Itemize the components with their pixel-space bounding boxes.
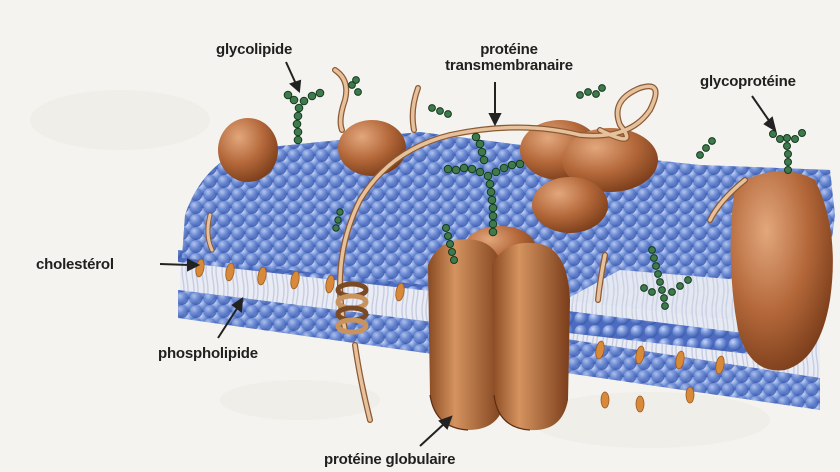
arrow-glycolipide [286, 62, 300, 91]
right-integral-protein [731, 171, 833, 370]
label-proteine-transmembranaire: protéine transmembranaire [414, 42, 604, 74]
glycoprotein-chain [770, 130, 806, 174]
label-proteine-transmembranaire-line1: protéine [414, 42, 604, 58]
label-phospholipide: phospholipide [158, 346, 258, 362]
glycolipid-chain [284, 89, 324, 144]
arrow-glycoproteine [752, 96, 775, 130]
label-glycolipide: glycolipide [216, 42, 292, 58]
arrow-proteine-transmembranaire [490, 82, 500, 124]
label-proteine-globulaire: protéine globulaire [324, 452, 455, 468]
label-glycoproteine: glycoprotéine [700, 74, 796, 90]
arrow-proteine-globulaire [420, 417, 451, 446]
globular-protein [428, 226, 570, 430]
label-proteine-transmembranaire-line2: transmembranaire [414, 58, 604, 74]
label-cholesterol: cholestérol [36, 257, 114, 273]
